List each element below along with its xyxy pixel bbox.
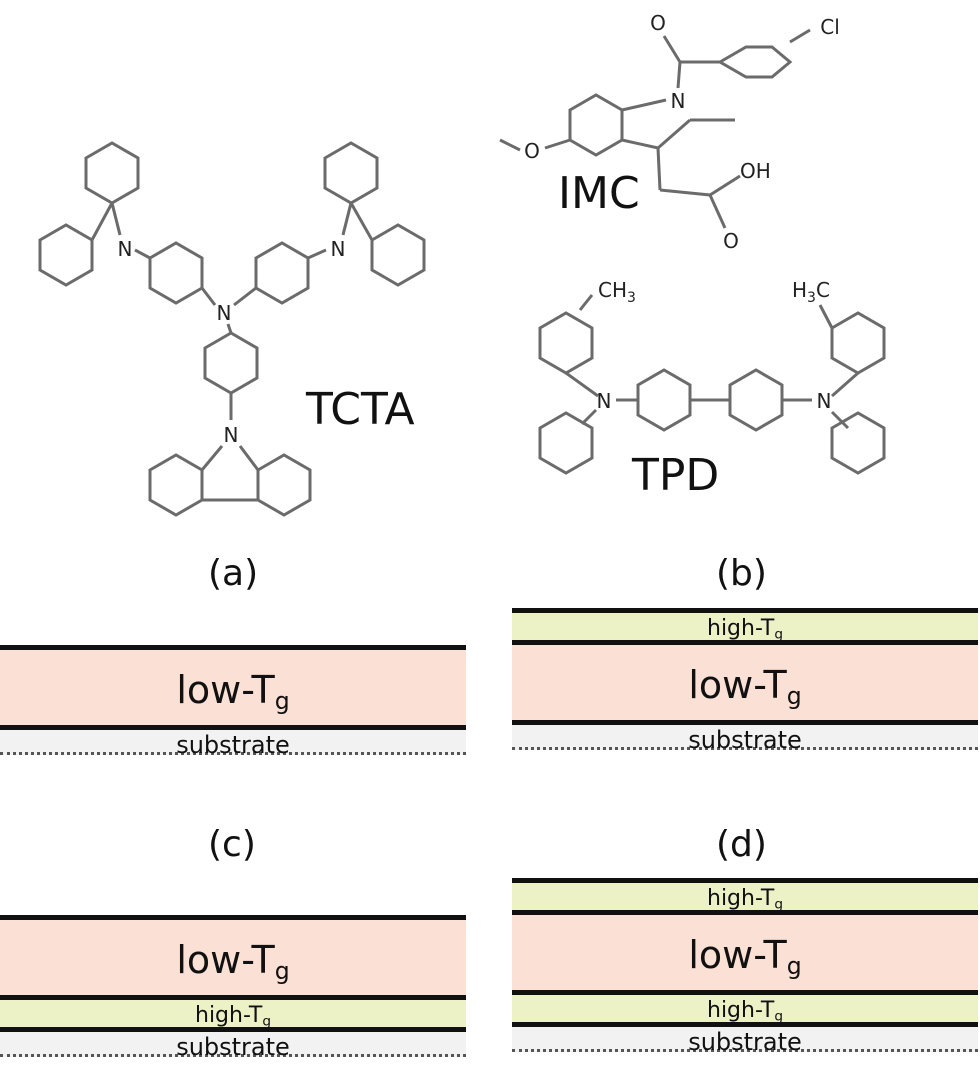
tpd-left-n: N bbox=[597, 389, 612, 413]
panel-d-label: (d) bbox=[716, 824, 767, 865]
panel-c-label: (c) bbox=[208, 824, 256, 865]
tcta-left-phenyl bbox=[148, 241, 204, 305]
panel-b-stack: high-Tg low-Tg substrate bbox=[512, 608, 978, 754]
panel-a-stack: low-Tg substrate bbox=[0, 645, 466, 759]
tcta-right-phenyl bbox=[254, 241, 310, 305]
panel-b-high-tg-layer: high-Tg bbox=[512, 608, 978, 642]
imc-cl: Cl bbox=[820, 15, 840, 39]
panel-c-stack: low-Tg high-Tg substrate bbox=[0, 915, 466, 1061]
tcta-bottom-carbazole-ring-left bbox=[148, 453, 204, 517]
tcta-right-carbazole-ring-top bbox=[323, 141, 379, 205]
panel-b-label: (b) bbox=[716, 553, 767, 594]
panel-c-low-tg-layer: low-Tg bbox=[0, 915, 466, 995]
panel-d-stack: high-Tg low-Tg high-Tg substrate bbox=[512, 878, 978, 1056]
panel-a-label: (a) bbox=[208, 553, 259, 594]
tpd-right-h3c: H3C bbox=[792, 278, 830, 306]
tpd-biphenyl-left-ring bbox=[636, 368, 692, 432]
tcta-name: TCTA bbox=[306, 384, 415, 435]
tcta-bottom-phenyl bbox=[203, 331, 259, 395]
imc-structure: O Cl N OH O O bbox=[499, 11, 840, 253]
panel-d-high-tg-top-layer: high-Tg bbox=[512, 878, 978, 912]
panel-a-low-tg-layer: low-Tg bbox=[0, 645, 466, 725]
tpd-structure: CH3 N N H3C bbox=[538, 278, 886, 475]
panel-b-low-tg-layer: low-Tg bbox=[512, 640, 978, 720]
tcta-bottom-carbazole-n: N bbox=[224, 423, 239, 447]
tpd-left-tolyl-ring bbox=[538, 311, 594, 375]
tcta-structure: N N N N bbox=[38, 141, 426, 517]
imc-indole-n: N bbox=[671, 89, 686, 113]
tpd-left-phenyl-ring bbox=[538, 411, 594, 475]
tcta-right-carbazole-ring-bottom bbox=[370, 223, 426, 287]
molecular-structures: N N N N O bbox=[38, 11, 886, 517]
panel-c-high-tg-layer: high-Tg bbox=[0, 995, 466, 1029]
tcta-left-carbazole-ring-bottom bbox=[38, 223, 94, 287]
panel-a-substrate-layer: substrate bbox=[0, 725, 466, 759]
tpd-name: TPD bbox=[632, 450, 720, 501]
imc-chlorophenyl-ring bbox=[716, 45, 793, 79]
tpd-right-n: N bbox=[817, 389, 832, 413]
tcta-left-carbazole-n: N bbox=[118, 237, 133, 261]
imc-name: IMC bbox=[558, 168, 640, 219]
panel-b-substrate-layer: substrate bbox=[512, 720, 978, 754]
tcta-central-n: N bbox=[217, 301, 232, 325]
tcta-bottom-carbazole-ring-right bbox=[256, 453, 312, 517]
panel-d-high-tg-bottom-layer: high-Tg bbox=[512, 990, 978, 1024]
panel-d-low-tg-layer: low-Tg bbox=[512, 910, 978, 990]
tcta-left-carbazole-ring-top bbox=[84, 141, 140, 205]
imc-oh: OH bbox=[740, 159, 771, 183]
imc-benzene-ring bbox=[568, 93, 624, 157]
imc-carbonyl-o: O bbox=[650, 11, 666, 35]
tpd-left-ch3: CH3 bbox=[598, 278, 636, 306]
tpd-biphenyl-right-ring bbox=[728, 368, 784, 432]
tcta-right-carbazole-n: N bbox=[331, 237, 346, 261]
imc-acid-o: O bbox=[723, 229, 739, 253]
panel-d-substrate-layer: substrate bbox=[512, 1022, 978, 1056]
tpd-right-phenyl-ring bbox=[830, 411, 886, 475]
panel-c-substrate-layer: substrate bbox=[0, 1027, 466, 1061]
imc-ether-o: O bbox=[524, 139, 540, 163]
tpd-right-tolyl-ring bbox=[830, 311, 886, 375]
